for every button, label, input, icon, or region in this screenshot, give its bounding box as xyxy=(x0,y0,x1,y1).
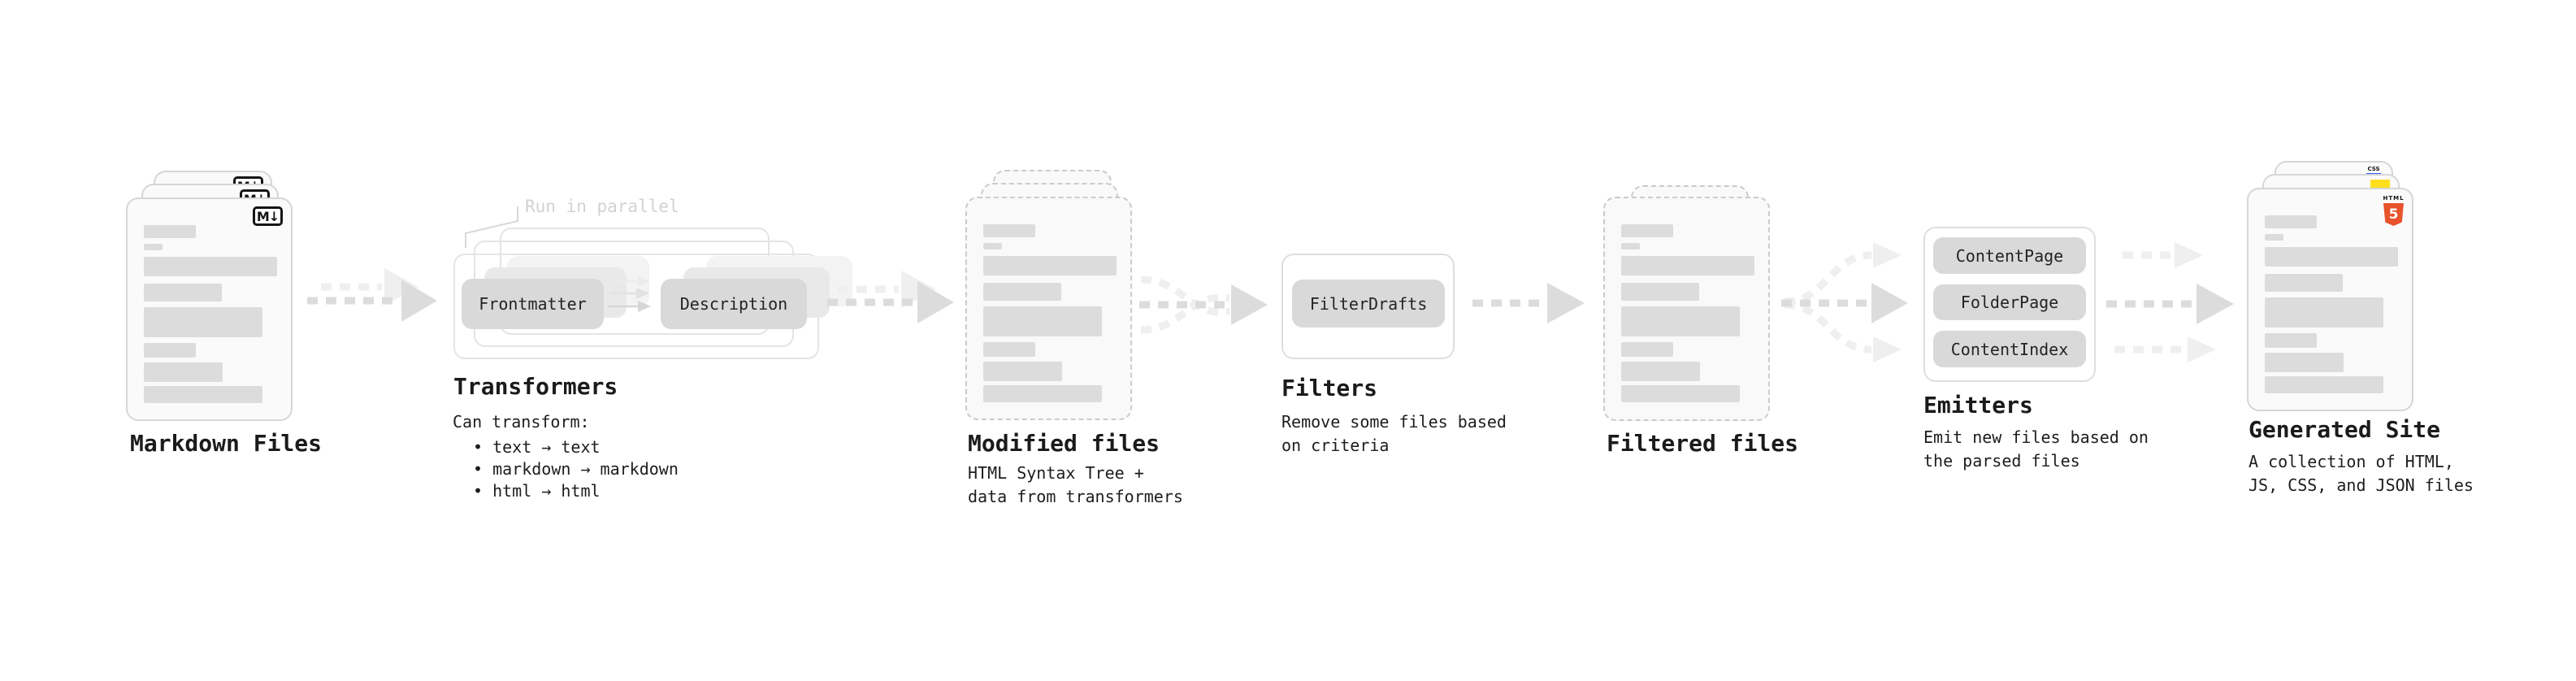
text-line-bar xyxy=(144,343,196,358)
markdown-icon: M↓ xyxy=(253,206,283,226)
text-line-bar xyxy=(1621,342,1673,357)
emitter-output-arrows xyxy=(2106,242,2234,362)
text-line-bar xyxy=(2265,353,2344,372)
text-line-bar xyxy=(1621,224,1673,237)
text-line-bar xyxy=(1621,385,1740,402)
split-arrow-filtered-to-emitters xyxy=(1781,242,1908,362)
text-line-bar xyxy=(2265,376,2383,393)
text-line-bar xyxy=(2265,247,2398,267)
text-line-bar xyxy=(2265,333,2317,348)
text-line-bar xyxy=(983,243,1002,249)
text-line-bar xyxy=(1621,362,1700,381)
filterdrafts-pill: FilterDrafts xyxy=(1292,280,1445,327)
description-pill: Description xyxy=(661,279,807,329)
flow-arrow-markdown-to-transformers xyxy=(307,268,437,322)
modified-files-caption: HTML Syntax Tree + data from transformer… xyxy=(968,463,1183,506)
filtered-file-front xyxy=(1603,197,1770,421)
folderpage-pill: FolderPage xyxy=(1933,284,2086,320)
emitters-label: Emitters xyxy=(1923,392,2033,419)
run-in-parallel-annotation: Run in parallel xyxy=(525,197,679,216)
contentpage-pill: ContentPage xyxy=(1933,237,2086,274)
text-line-bar xyxy=(1621,306,1740,336)
transformers-bullet: • html → html xyxy=(473,481,601,501)
filters-label: Filters xyxy=(1281,375,1378,401)
text-line-bar xyxy=(983,362,1062,381)
modified-file-front xyxy=(965,197,1132,420)
generated-site-label: Generated Site xyxy=(2249,416,2441,443)
markdown-files-label: Markdown Files xyxy=(130,430,323,457)
modified-files-stack xyxy=(965,170,1136,423)
markdown-files-stack: M↓ M↓ M↓ xyxy=(126,171,297,424)
text-line-bar xyxy=(2265,274,2343,292)
transformers-bullet: • text → text xyxy=(473,437,601,457)
emitters-caption: Emit new files based on the parsed files xyxy=(1923,427,2149,471)
text-line-bar xyxy=(983,306,1102,336)
text-line-bar xyxy=(1621,283,1699,301)
generated-site-caption: A collection of HTML, JS, CSS, and JSON … xyxy=(2249,452,2474,495)
filtered-files-label: Filtered files xyxy=(1607,430,1799,457)
transformers-bullet: • markdown → markdown xyxy=(473,459,679,479)
text-line-bar xyxy=(144,225,196,238)
text-line-bar xyxy=(983,256,1117,275)
text-line-bar xyxy=(144,386,262,403)
modified-files-label: Modified files xyxy=(968,430,1160,457)
text-line-bar xyxy=(2265,234,2283,241)
html5-icon: HTML 5 xyxy=(2383,195,2405,226)
flow-arrow-filters-to-filtered xyxy=(1472,283,1585,323)
transformers-label: Transformers xyxy=(453,373,618,400)
frontmatter-pill: Frontmatter xyxy=(462,279,604,329)
text-line-bar xyxy=(983,342,1035,357)
text-line-bar xyxy=(144,257,277,276)
generated-site-stack: CSS HTML 5 xyxy=(2247,161,2418,414)
text-line-bar xyxy=(1621,256,1754,275)
merge-arrow-modified-to-filters xyxy=(1139,275,1268,334)
text-line-bar xyxy=(144,244,163,250)
text-line-bar xyxy=(983,283,1061,301)
text-line-bar xyxy=(144,307,262,337)
text-line-bar xyxy=(144,284,222,301)
javascript-icon xyxy=(2370,180,2390,190)
contentindex-pill: ContentIndex xyxy=(1933,331,2086,367)
filters-caption: Remove some files based on criteria xyxy=(1281,412,1507,455)
text-line-bar xyxy=(1621,243,1640,249)
filtered-files-stack xyxy=(1603,185,1774,439)
markdown-file-front: M↓ xyxy=(126,197,293,421)
transformers-caption-title: Can transform: xyxy=(453,412,590,432)
text-line-bar xyxy=(144,362,223,382)
text-line-bar xyxy=(983,385,1102,402)
text-line-bar xyxy=(983,224,1035,237)
text-line-bar xyxy=(2265,297,2383,327)
text-line-bar xyxy=(2265,215,2317,228)
html-file: HTML 5 xyxy=(2247,188,2413,411)
